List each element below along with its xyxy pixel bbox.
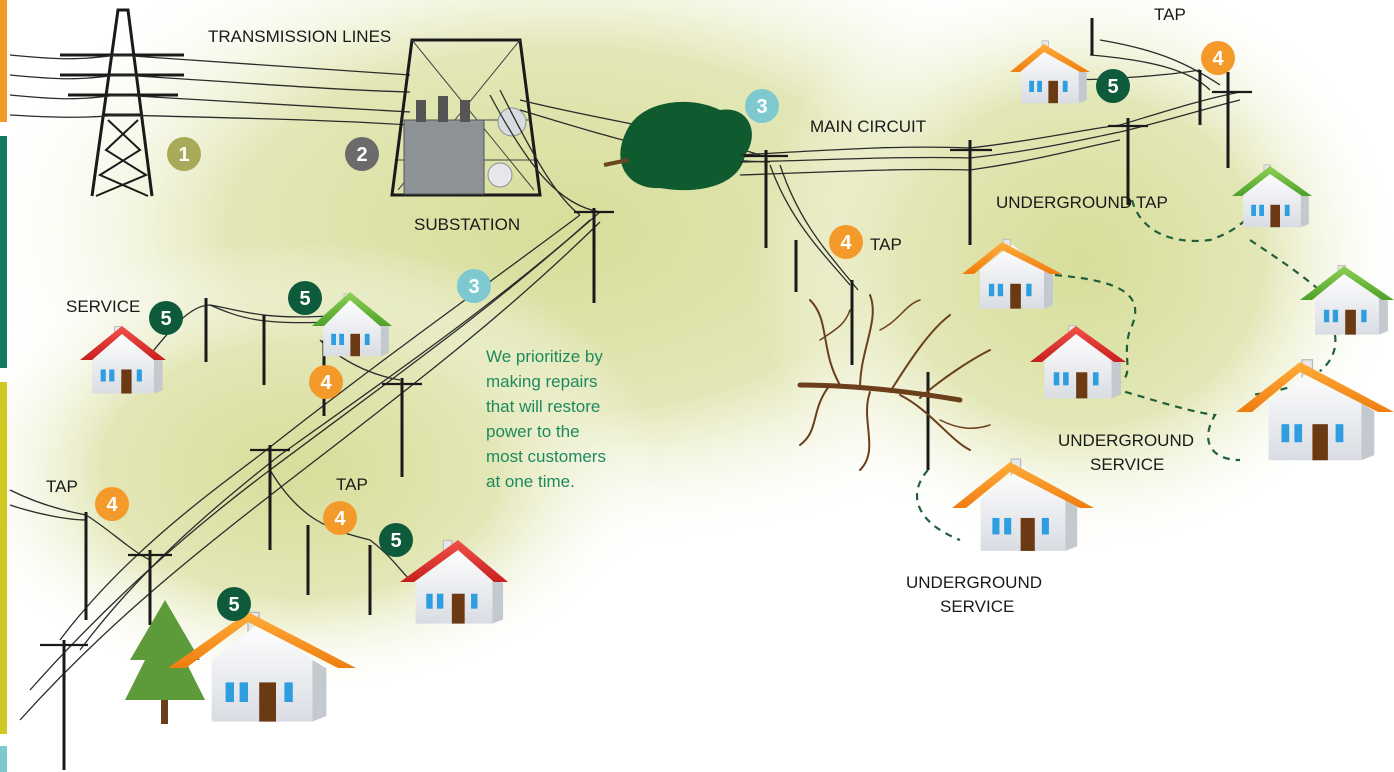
step-badge-5-green-house: 5 [288, 281, 322, 315]
background-glow [0, 0, 1394, 700]
svg-text:5: 5 [299, 288, 310, 310]
svg-text:2: 2 [356, 144, 367, 166]
note-line-3: that will restore [486, 397, 600, 416]
step-badge-4-left-tap: 4 [95, 487, 129, 521]
house-top-right [1010, 40, 1090, 104]
main-circuit-wires [739, 39, 1241, 291]
note-line-6: at one time. [486, 472, 575, 491]
house-service-left [80, 325, 166, 395]
label-ug-service-bottom-line2: SERVICE [940, 597, 1014, 616]
step-badge-4-top-right: 4 [1201, 41, 1235, 75]
step-badge-4-mid: 4 [829, 225, 863, 259]
step-badge-3-left: 3 [457, 269, 491, 303]
label-tap-top: TAP [1154, 5, 1186, 24]
house-green-right-1 [1232, 164, 1312, 228]
note-line-1: We prioritize by [486, 347, 603, 366]
step-badge-2: 2 [345, 137, 379, 171]
utility-poles-right [744, 18, 1252, 470]
svg-text:4: 4 [1212, 48, 1224, 70]
svg-text:3: 3 [468, 276, 479, 298]
house-green-left [312, 292, 392, 357]
house-large-right [1236, 358, 1394, 462]
label-main-circuit: MAIN CIRCUIT [810, 117, 926, 136]
label-ug-service-right-line1: UNDERGROUND [1058, 431, 1194, 450]
underground-lines [915, 199, 1337, 542]
house-orange-mid [962, 238, 1062, 310]
house-red-right [1030, 325, 1126, 399]
svg-text:1: 1 [178, 144, 189, 166]
step-badge-5-top-right: 5 [1096, 69, 1130, 103]
utility-poles-left [40, 208, 614, 770]
svg-text:5: 5 [1107, 76, 1118, 98]
substation [390, 38, 542, 197]
house-large-bottom-center [952, 458, 1094, 552]
svg-text:4: 4 [334, 508, 346, 530]
step-badge-5-large-house: 5 [217, 587, 251, 621]
step-badge-4-lower-tap: 4 [323, 501, 357, 535]
label-tap-lower: TAP [336, 475, 368, 494]
step-badge-1: 1 [167, 137, 201, 171]
label-underground: UNDERGROUND [996, 193, 1132, 212]
note-line-5: most customers [486, 447, 606, 466]
svg-text:4: 4 [320, 372, 332, 394]
pine-tree [125, 600, 205, 724]
label-tap-left: TAP [46, 477, 78, 496]
note-line-2: making repairs [486, 372, 598, 391]
svg-text:5: 5 [390, 530, 401, 552]
house-red-bottom [400, 539, 508, 625]
priority-note: We prioritize by making repairs that wil… [486, 347, 606, 491]
label-substation: SUBSTATION [414, 215, 520, 234]
note-line-4: power to the [486, 422, 580, 441]
transmission-wires [9, 54, 411, 126]
svg-text:4: 4 [106, 494, 118, 516]
svg-text:4: 4 [840, 232, 852, 254]
step-badge-4-left-house: 4 [309, 365, 343, 399]
side-color-bar [0, 0, 7, 772]
label-transmission-lines: TRANSMISSION LINES [208, 27, 391, 46]
broken-brown-tree [797, 294, 991, 471]
svg-text:5: 5 [228, 594, 239, 616]
step-badge-3-main: 3 [745, 89, 779, 123]
svg-text:3: 3 [756, 96, 767, 118]
label-ug-service-right-line2: SERVICE [1090, 455, 1164, 474]
label-underground-tap: TAP [1136, 193, 1168, 212]
step-badge-5-service: 5 [149, 301, 183, 335]
fallen-green-tree [603, 101, 752, 191]
house-green-right-2 [1300, 264, 1394, 336]
step-badge-5-red-house: 5 [379, 523, 413, 557]
label-tap-mid: TAP [870, 235, 902, 254]
house-large-bottom-left [168, 611, 356, 723]
label-ug-service-bottom-line1: UNDERGROUND [906, 573, 1042, 592]
svg-text:5: 5 [160, 308, 171, 330]
label-service: SERVICE [66, 297, 140, 316]
